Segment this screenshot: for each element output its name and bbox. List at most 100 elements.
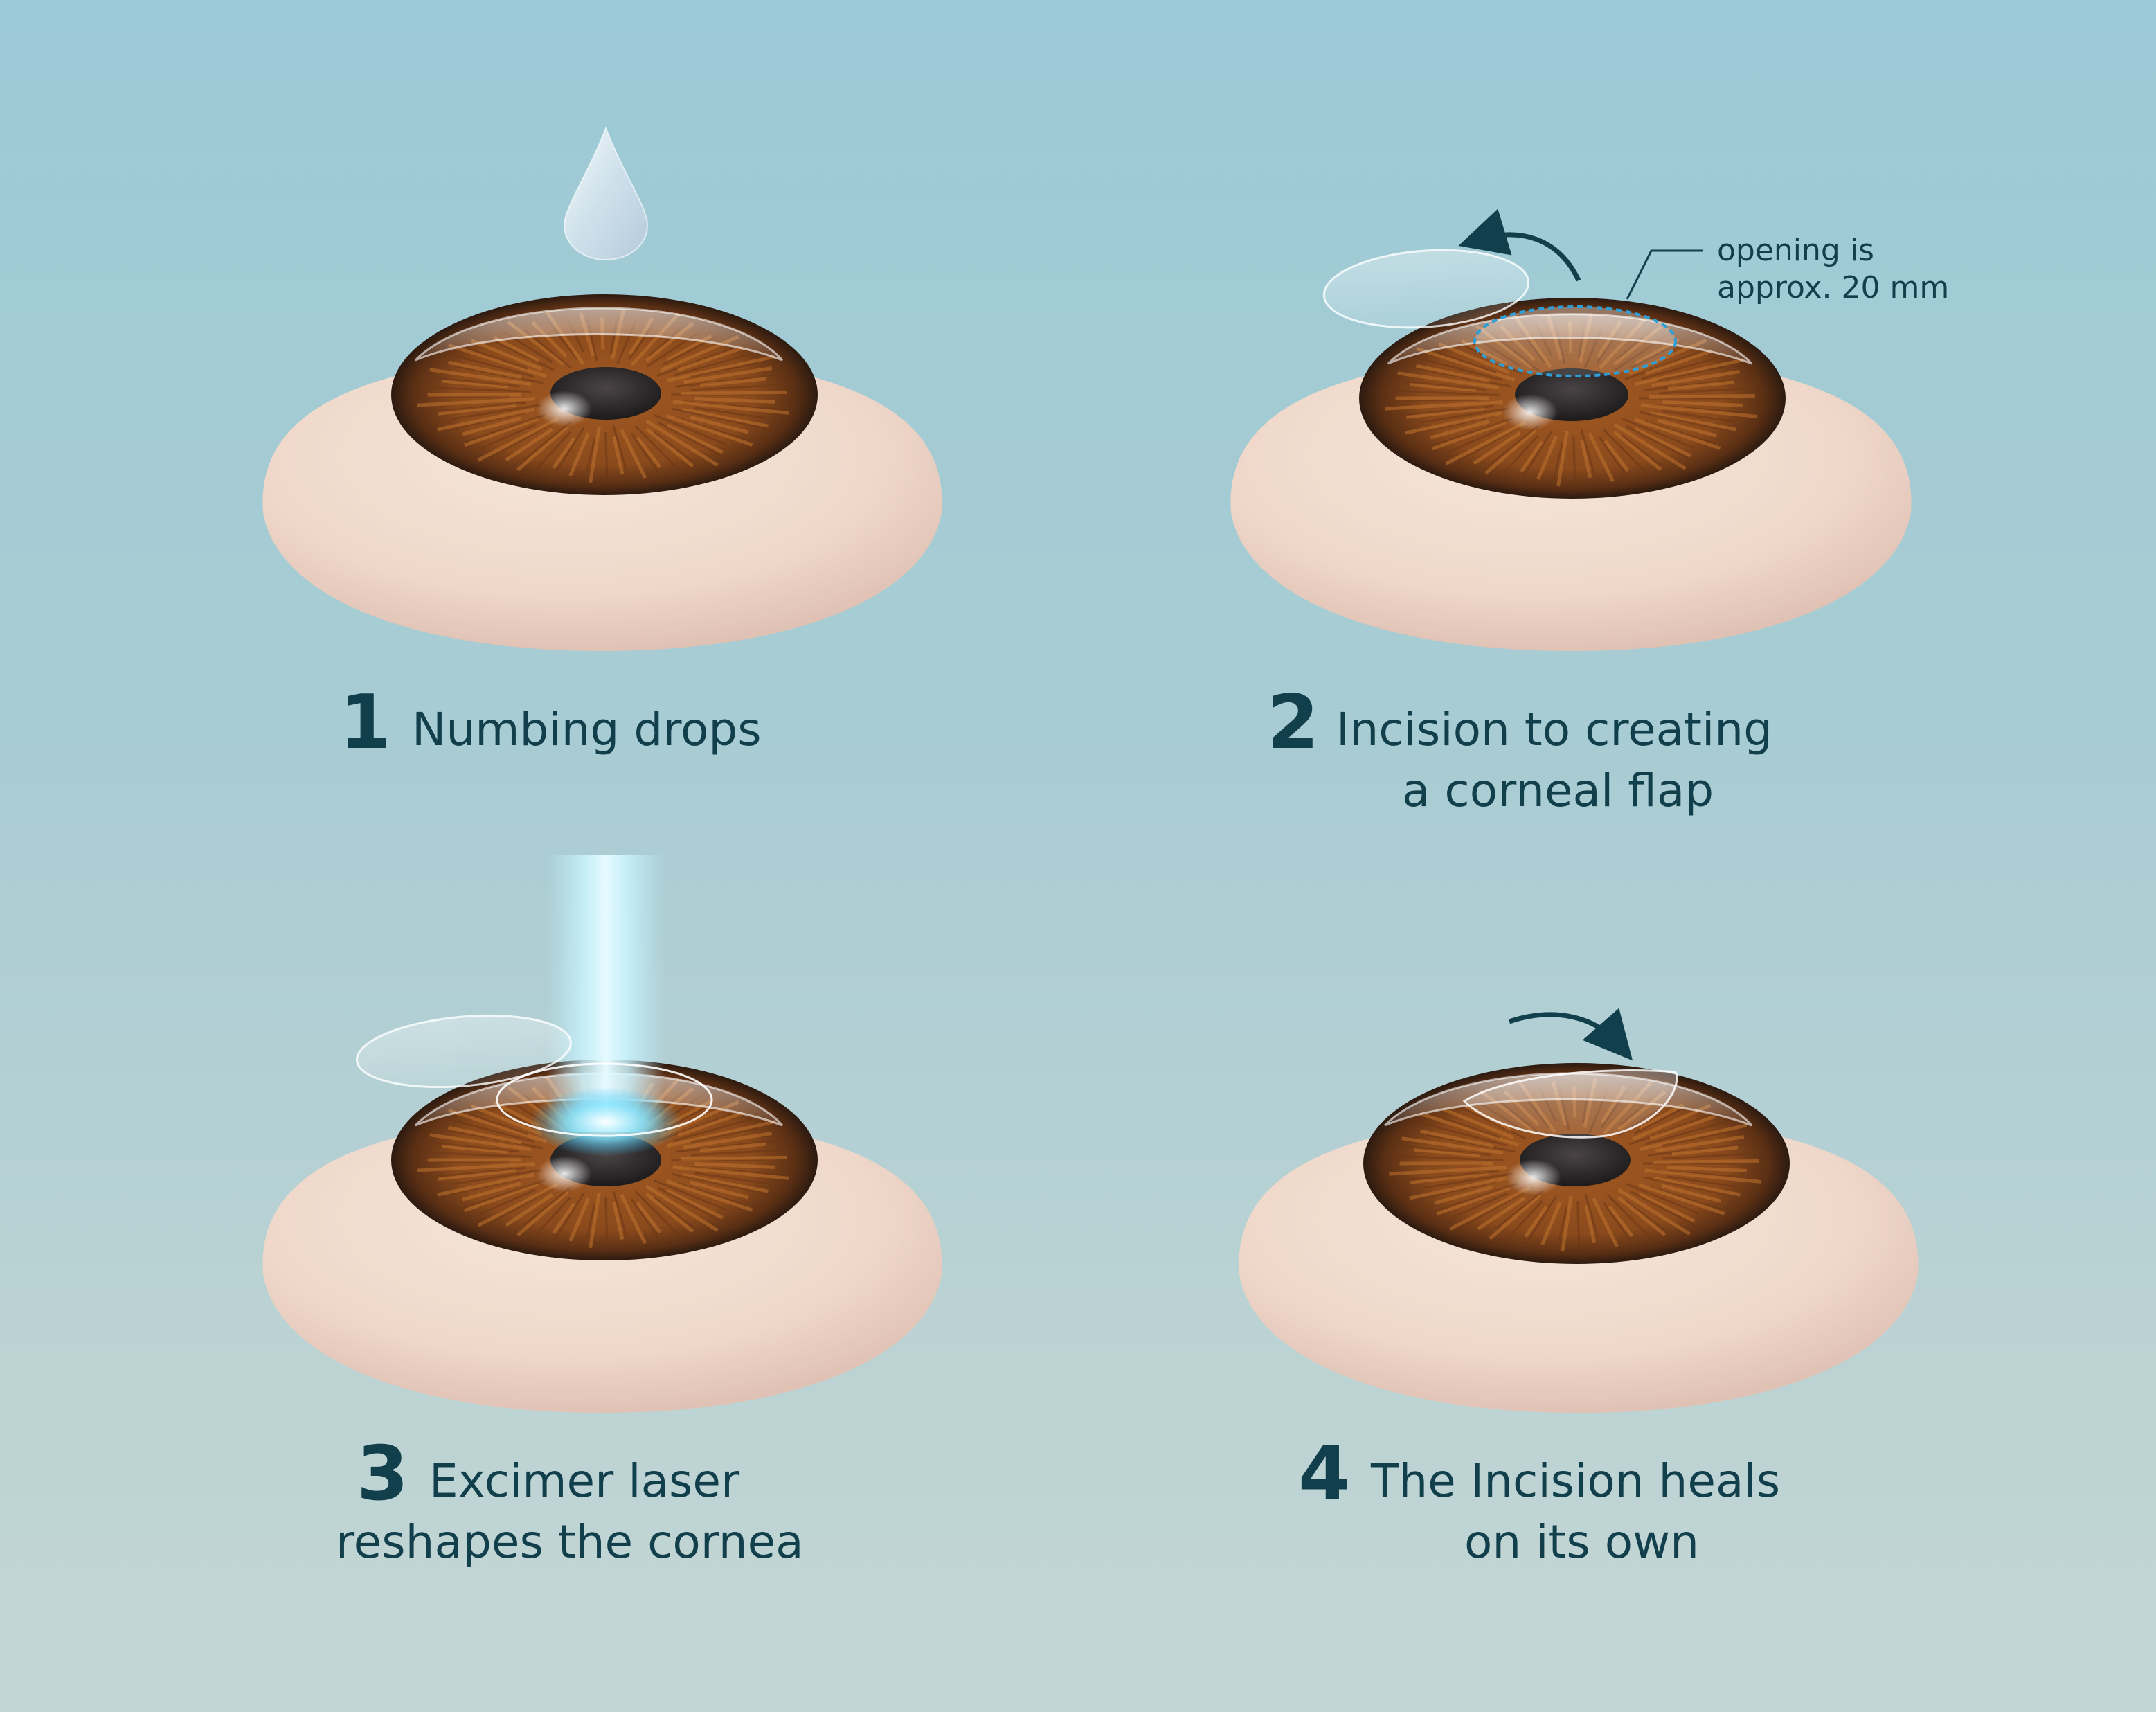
iris-fiber	[1419, 1121, 1507, 1147]
iris-fiber	[523, 1186, 572, 1227]
iris-fiber	[453, 1179, 546, 1213]
iris-fiber	[1628, 1116, 1705, 1146]
iris-fiber	[462, 416, 521, 436]
iris-fiber	[1406, 1145, 1491, 1157]
iris-fiber	[653, 431, 694, 463]
iris-fiber	[1519, 430, 1553, 482]
iris-fiber	[1617, 1195, 1667, 1237]
iris-fiber	[535, 1197, 571, 1236]
step-1-number: 1	[339, 679, 392, 766]
step-2-line-1: Incision to creating	[1336, 703, 1773, 756]
iris-fiber	[1647, 1141, 1757, 1157]
iris-fiber	[1419, 1129, 1494, 1148]
iris-fiber	[1602, 1202, 1631, 1242]
iris-fiber	[447, 1118, 535, 1143]
iris-fiber	[675, 1138, 785, 1153]
iris-fiber	[612, 425, 627, 470]
iris-fiber	[448, 343, 548, 378]
eye-3-folded-flap	[356, 1014, 572, 1089]
step-1-line-1: Numbing drops	[412, 703, 762, 756]
incision-outline	[1473, 305, 1677, 377]
iris-fiber	[1626, 1183, 1699, 1215]
iris-fiber	[672, 400, 789, 415]
annotation-line-2: approx. 20 mm	[1717, 270, 1950, 305]
iris-fiber	[1410, 1172, 1489, 1184]
iris-fiber	[1649, 393, 1755, 399]
step-3-number: 3	[357, 1431, 409, 1517]
iris-fiber	[1401, 1136, 1504, 1155]
iris-fiber	[667, 1120, 775, 1148]
eye-2-shine	[1502, 394, 1558, 430]
iris-fiber	[1409, 1176, 1507, 1200]
iris-fiber	[487, 1187, 553, 1225]
iris-fiber	[1659, 387, 1745, 395]
iris-fiber	[1421, 417, 1513, 451]
iris-fiber	[1657, 418, 1717, 438]
iris-fiber	[1612, 430, 1662, 472]
iris-fiber	[1423, 1172, 1514, 1189]
iris-fiber	[1621, 434, 1662, 466]
iris-fiber	[1397, 371, 1500, 390]
flap-replace-arrow-icon	[1508, 1008, 1633, 1061]
opening-size-annotation: opening is approx. 20 mm	[1717, 232, 1949, 307]
iris-fiber	[690, 1127, 758, 1143]
iris-fiber	[589, 1192, 601, 1249]
iris-fiber	[1453, 1192, 1508, 1218]
iris-fiber	[1633, 418, 1721, 450]
iris-fiber	[1598, 436, 1627, 476]
flap-lift-arrow-icon	[1458, 208, 1581, 282]
iris-fiber	[694, 1161, 775, 1169]
iris-fiber	[419, 1151, 532, 1159]
iris-fiber	[665, 1179, 753, 1212]
iris-fiber	[694, 1172, 766, 1184]
iris-fiber	[1639, 411, 1743, 435]
iris-fiber	[612, 1190, 627, 1236]
iris-fiber	[1536, 436, 1558, 480]
iris-fiber	[1415, 364, 1490, 383]
iris-fiber	[1645, 1119, 1732, 1145]
iris-fiber	[1459, 1191, 1525, 1229]
step-4-number: 4	[1298, 1431, 1351, 1517]
iris-fiber	[477, 1182, 559, 1227]
iris-fiber	[683, 1132, 773, 1150]
iris-fiber	[620, 429, 647, 479]
iris-fiber	[1584, 1193, 1599, 1239]
iris-fiber	[645, 427, 694, 468]
iris-fiber	[681, 407, 769, 428]
iris-fiber	[568, 1197, 590, 1242]
iris-fiber	[586, 1203, 596, 1238]
iris-fiber	[462, 1182, 521, 1202]
iris-fiber	[447, 353, 535, 378]
iris-fiber	[1503, 435, 1539, 474]
iris-fiber	[480, 423, 536, 449]
iris-fiber	[694, 407, 766, 419]
iris-fiber	[1635, 358, 1743, 386]
eye-2-illustration	[1230, 208, 1912, 651]
iris-fiber	[691, 384, 778, 391]
iris-fiber	[1629, 1190, 1698, 1227]
eye-3-illustration	[262, 855, 942, 1413]
iris-fiber	[1639, 1123, 1748, 1151]
iris-fiber	[653, 1196, 694, 1228]
iris-fiber	[1667, 380, 1734, 391]
laser-spot	[530, 1087, 682, 1157]
eye-1-shine	[537, 391, 592, 427]
iris-fiber	[477, 417, 559, 462]
iris-fiber	[654, 1179, 727, 1211]
iris-fiber	[636, 436, 662, 469]
iris-fiber	[1580, 428, 1595, 474]
iris-fiber	[1495, 1189, 1544, 1230]
iris-fiber	[442, 379, 509, 389]
iris-fiber	[665, 414, 753, 447]
iris-fiber	[1645, 349, 1712, 375]
iris-fiber	[1391, 1154, 1504, 1162]
eye-1-cornea	[414, 307, 784, 362]
iris-fiber	[464, 417, 539, 447]
iris-fiber	[634, 1190, 683, 1240]
iris-fiber	[620, 1194, 647, 1245]
iris-fiber	[551, 427, 585, 479]
iris-fiber	[1430, 420, 1489, 440]
iris-fiber	[634, 425, 683, 474]
step-2-caption: 2 Incision to creating a corneal flap	[1267, 686, 1862, 824]
iris-fiber	[690, 362, 758, 378]
